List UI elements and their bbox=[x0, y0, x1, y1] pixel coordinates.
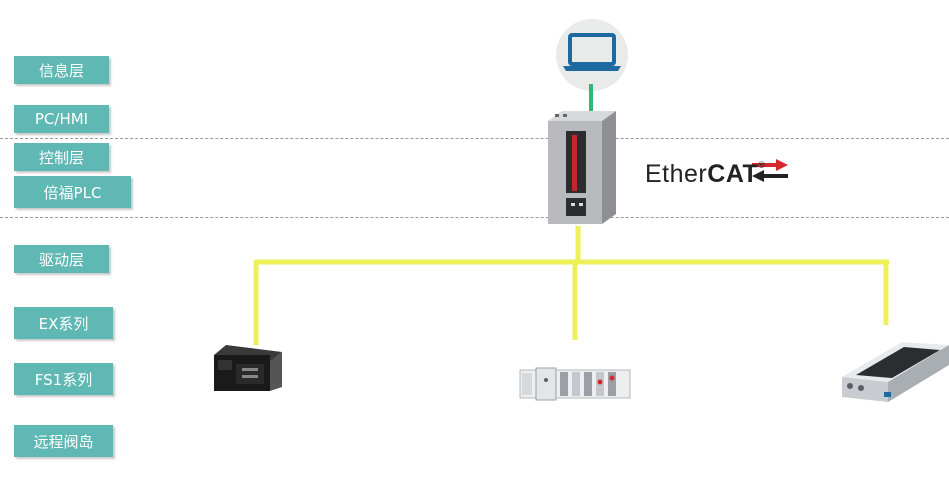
layer-label-fs1: FS1系列 bbox=[14, 363, 113, 395]
ethercat-logo: EtherCAT® bbox=[645, 160, 765, 189]
layer-label-pc-hmi: PC/HMI bbox=[14, 105, 109, 133]
ethercat-bus bbox=[253, 226, 889, 345]
ethercat-logo-ether: Ether bbox=[645, 160, 708, 188]
ethercat-logo-arrows bbox=[752, 159, 788, 182]
ex-servo-drive bbox=[214, 345, 282, 391]
ethercat-logo-registered: ® bbox=[758, 160, 766, 170]
layer-label-control: 控制层 bbox=[14, 143, 109, 171]
layer-label-ex: EX系列 bbox=[14, 307, 113, 339]
ethercat-logo-cat: CAT bbox=[707, 160, 759, 188]
fs1-io-module bbox=[519, 367, 631, 401]
layer-label-plc: 倍福PLC bbox=[14, 176, 131, 208]
separator-info-control bbox=[0, 138, 949, 139]
separator-control-drive bbox=[0, 217, 949, 218]
laptop-icon bbox=[556, 19, 628, 91]
plc-controller bbox=[548, 111, 616, 224]
layer-label-drive: 驱动层 bbox=[14, 245, 109, 273]
remote-valve-island bbox=[842, 342, 949, 402]
layer-label-valve: 远程阀岛 bbox=[14, 425, 113, 457]
layer-label-info: 信息层 bbox=[14, 56, 109, 84]
